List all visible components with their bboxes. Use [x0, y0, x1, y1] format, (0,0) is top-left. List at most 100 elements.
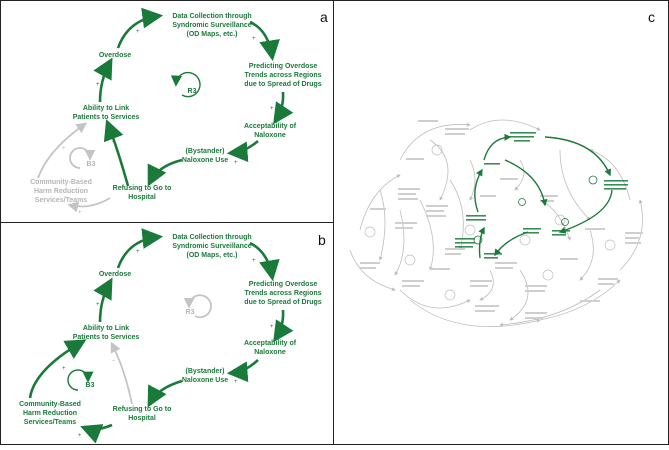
- minor-node-label: [540, 195, 558, 197]
- highlight-link: [474, 168, 483, 213]
- minor-node-label: [525, 312, 547, 314]
- loop-marker: [561, 218, 569, 226]
- network-link: [429, 139, 449, 201]
- network-link: [349, 249, 396, 292]
- minor-node-label: [398, 198, 418, 200]
- sign-minus: –: [153, 170, 157, 176]
- highlight-node-label: [484, 253, 502, 255]
- minor-node-label: [625, 242, 641, 244]
- highlight-node-label: [466, 219, 486, 221]
- panel-c-letter: c: [648, 9, 655, 25]
- sign-plus: +: [78, 433, 82, 439]
- sign-plus: +: [252, 258, 256, 264]
- node-acceptability-line1: Acceptability of: [244, 340, 297, 347]
- highlight-node-label: [455, 238, 475, 240]
- node-overdose: Overdose: [99, 52, 131, 59]
- minor-node-label: [475, 310, 495, 312]
- arrow-refusing-to-community: [67, 197, 111, 213]
- loop-marker: [464, 224, 476, 236]
- sign-plus: +: [62, 146, 66, 152]
- arrow-naloxone-to-refusing: [147, 379, 183, 408]
- network-link: [469, 119, 541, 131]
- sign-minus: –: [112, 358, 116, 364]
- minor-node-label: [585, 228, 605, 230]
- minor-node-label: [525, 290, 545, 292]
- node-predicting-line1: Predicting Overdose: [249, 63, 318, 70]
- loop-r3-marker: [588, 175, 598, 185]
- highlight-node-label: [484, 163, 500, 165]
- node-community-line2: Harm Reduction: [34, 188, 88, 195]
- highlight-node-label: [484, 257, 498, 259]
- network-link: [514, 159, 525, 191]
- sign-plus: +: [96, 302, 100, 308]
- panel-a-letter: a: [320, 9, 328, 25]
- arrow-acceptability-to-naloxone: [226, 140, 259, 163]
- sign-plus: +: [78, 210, 82, 216]
- minor-node-label: [495, 262, 517, 264]
- network-link: [419, 199, 434, 271]
- minor-node-label: [426, 210, 444, 212]
- minor-node-label: [470, 285, 488, 287]
- minor-node-label: [495, 267, 513, 269]
- node-data-collection-line3: (OD Maps, etc.): [187, 252, 238, 259]
- loop-b3-label: B3: [86, 382, 95, 389]
- minor-node-label: [625, 237, 639, 239]
- panel-b-letter: b: [318, 232, 326, 248]
- node-community-line1: Community-Based: [19, 401, 81, 408]
- node-data-collection-line1: Data Collection through: [172, 234, 251, 241]
- minor-node-label: [406, 158, 424, 160]
- arrow-ability-to-overdose: [93, 277, 113, 323]
- arrow-community-to-ability: [28, 339, 87, 399]
- minor-node-label: [398, 188, 420, 190]
- minor-node-label: [598, 278, 618, 280]
- minor-node-label: [525, 285, 547, 287]
- minor-node-label: [445, 128, 469, 130]
- node-refusing-line2: Hospital: [128, 415, 156, 422]
- loop-marker: [519, 234, 531, 246]
- minor-node-label: [445, 133, 465, 135]
- arrow-refusing-to-ability: [103, 119, 130, 187]
- highlight-link: [478, 226, 485, 259]
- node-overdose: Overdose: [99, 271, 131, 278]
- highlight-node-label: [510, 132, 536, 134]
- loop-marker: [542, 269, 554, 281]
- network-link: [539, 279, 621, 321]
- minor-node-label: [525, 317, 543, 319]
- minor-node-label: [398, 193, 416, 195]
- loop-r3-arrow: [183, 294, 212, 319]
- minor-node-label: [426, 205, 448, 207]
- highlight-node-labels: [455, 132, 628, 259]
- node-naloxone-line1: (Bystander): [186, 148, 225, 155]
- minor-node-label: [500, 178, 518, 180]
- loop-r3-label: R3: [188, 88, 197, 95]
- network-link: [394, 209, 405, 276]
- panel-b: b Data Collection through Syndromic Surv…: [19, 228, 326, 444]
- network-link: [619, 199, 643, 271]
- minor-node-label: [418, 120, 438, 122]
- node-community-line2: Harm Reduction: [23, 410, 77, 417]
- node-community-line3: Services/Teams: [24, 419, 77, 426]
- arrow-overdose-to-data: [116, 7, 164, 49]
- node-predicting-line2: Trends across Regions: [244, 290, 321, 297]
- node-acceptability-line2: Naloxone: [254, 349, 286, 356]
- arrow-naloxone-to-refusing: [147, 158, 183, 187]
- node-predicting-line3: due to Spread of Drugs: [244, 299, 322, 306]
- sign-plus: +: [270, 106, 274, 112]
- highlight-node-label: [552, 234, 566, 236]
- node-naloxone-line2: Naloxone Use: [182, 377, 228, 384]
- node-refusing-line1: Refusing to Go to: [113, 185, 172, 192]
- node-data-collection-line3: (OD Maps, etc.): [187, 31, 238, 38]
- highlight-link: [504, 159, 548, 207]
- highlight-node-label: [523, 232, 539, 234]
- node-naloxone-line2: Naloxone Use: [182, 157, 228, 164]
- loop-marker: [518, 198, 526, 206]
- arrow-data-to-predicting: [249, 241, 280, 282]
- minor-node-label: [625, 232, 643, 234]
- highlight-node-label: [510, 136, 534, 138]
- node-community-line1: Community-Based: [30, 179, 92, 186]
- loop-b3-arrow: [69, 147, 96, 169]
- arrow-data-to-predicting: [249, 20, 280, 62]
- highlight-link: [558, 189, 613, 234]
